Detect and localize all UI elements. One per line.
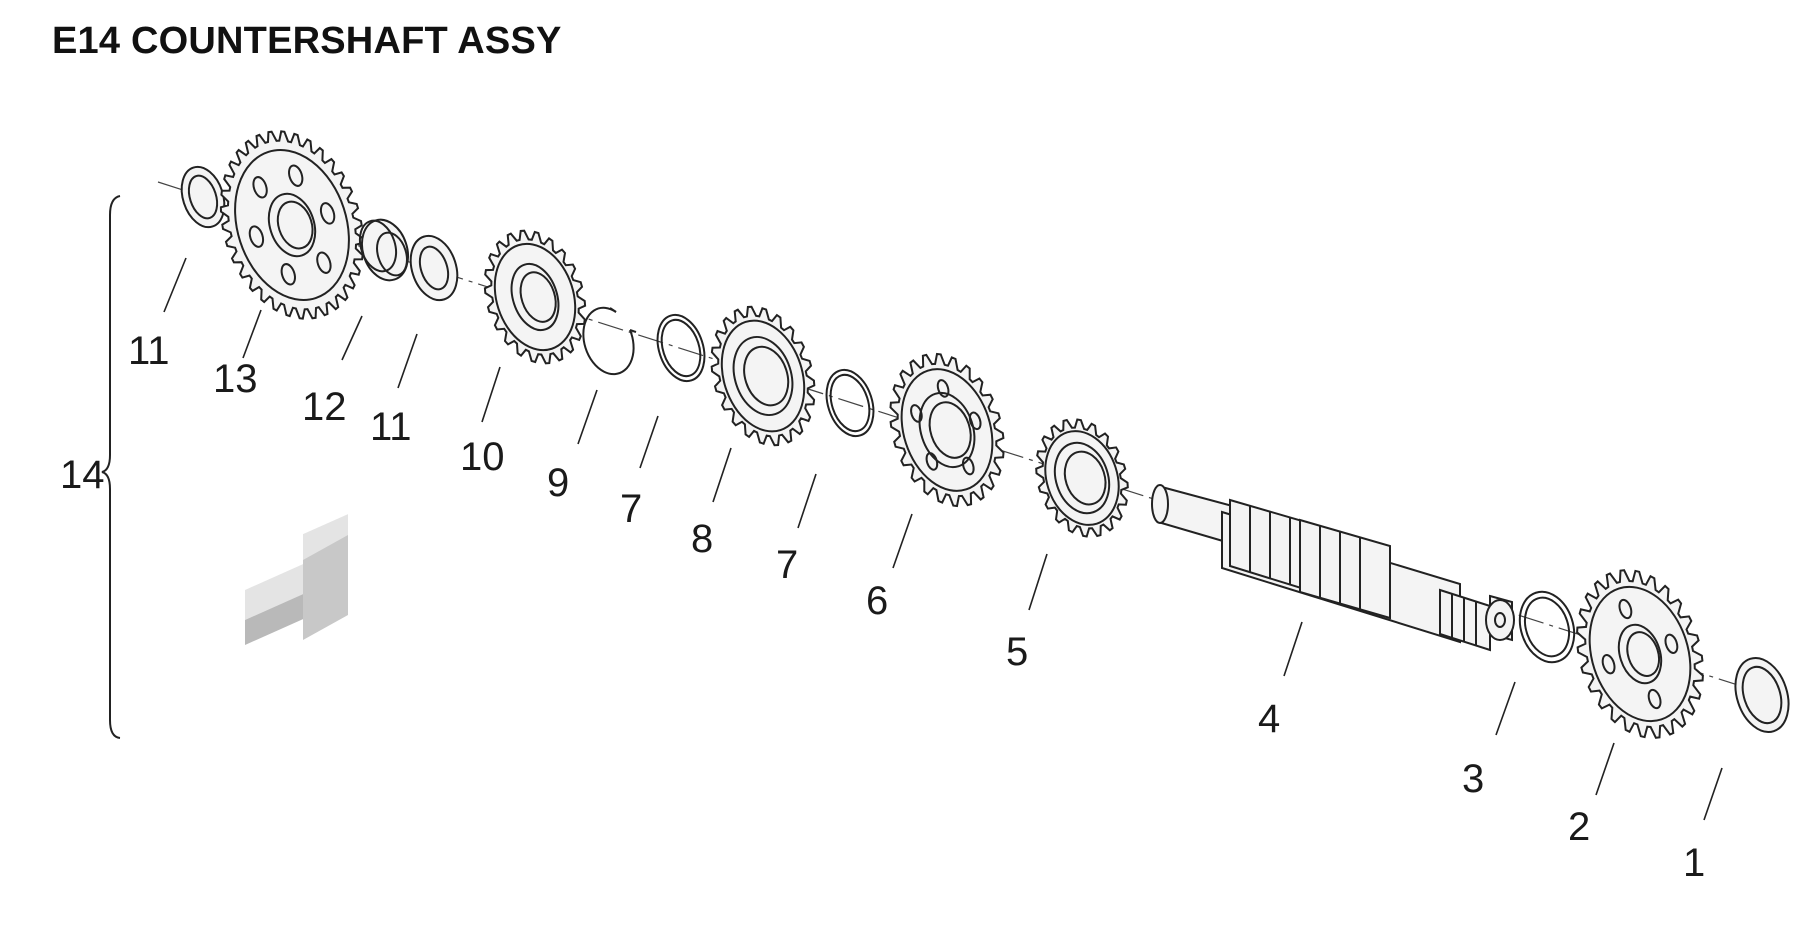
gear6-window <box>968 411 982 431</box>
gear10-rim <box>493 242 577 352</box>
gear13-window <box>280 263 296 286</box>
gear8-bore <box>732 335 794 417</box>
leader-12 <box>341 315 363 361</box>
gear6-bore-inner <box>928 401 972 459</box>
callout-labels: 11 13 12 11 10 9 7 8 7 6 5 4 3 2 1 14 <box>60 329 1705 885</box>
callout-6: 6 <box>866 579 888 623</box>
gear13-window <box>252 176 268 199</box>
part-2-gear <box>1576 569 1704 739</box>
leader-13 <box>242 309 262 359</box>
gear8-rim <box>720 319 806 433</box>
gear6-window <box>910 404 923 423</box>
gear8-bore-inner <box>743 345 790 407</box>
callout-1: 1 <box>1683 841 1705 885</box>
gear2-window <box>1664 633 1679 654</box>
part-5-sliding-gear <box>1035 418 1129 538</box>
leader-lines <box>163 257 1723 821</box>
page-title: E14 COUNTERSHAFT ASSY <box>52 20 562 62</box>
leader-5 <box>1028 553 1048 611</box>
gear2-bore-inner <box>1626 631 1661 677</box>
gear13-window <box>288 164 304 187</box>
part-4-countershaft <box>1151 484 1515 652</box>
leader-11b <box>397 333 418 389</box>
callout-8: 8 <box>691 517 713 561</box>
callout-14: 14 <box>60 453 105 497</box>
callout-3: 3 <box>1462 757 1484 801</box>
callout-12: 12 <box>302 385 347 429</box>
callout-4: 4 <box>1258 697 1280 741</box>
leader-3 <box>1495 681 1516 736</box>
callout-5: 5 <box>1006 630 1028 674</box>
part-11-washer-right <box>409 234 459 302</box>
leader-10 <box>481 366 501 423</box>
callout-11b: 11 <box>370 405 412 449</box>
gear13-window <box>248 225 265 248</box>
leader-2 <box>1595 742 1615 796</box>
part-7-ring-left <box>656 313 706 383</box>
gear5-bore-inner <box>1063 450 1107 506</box>
part-8-gear <box>710 305 816 447</box>
gear13-window <box>316 251 332 274</box>
gear6-window <box>925 452 939 471</box>
gear6-window <box>961 456 975 476</box>
gear2-rim <box>1588 585 1692 723</box>
gear13-rim <box>234 149 350 301</box>
part-3-washer <box>1518 590 1576 664</box>
gear13-bore-inner <box>276 200 314 250</box>
part-7-ring-right <box>825 368 875 438</box>
gear6-window <box>936 379 950 398</box>
gear2-window <box>1618 598 1633 620</box>
callout-10: 10 <box>460 435 505 479</box>
part-6-gear <box>889 352 1005 508</box>
part-9-circlip <box>582 306 637 376</box>
gear2-window <box>1601 654 1616 675</box>
leader-11a <box>163 257 187 313</box>
callout-9: 9 <box>547 461 569 505</box>
callout-7b: 7 <box>776 543 798 587</box>
leader-8 <box>712 447 732 503</box>
assembly-bracket <box>101 195 121 739</box>
callout-7a: 7 <box>620 487 642 531</box>
part-12-needle-bearing <box>358 218 410 282</box>
gear10-bore-inner <box>519 271 557 323</box>
gear6-rim <box>900 368 994 492</box>
part-1-washer <box>1734 657 1790 733</box>
leader-1 <box>1703 767 1723 821</box>
part-10-dog-gear <box>483 229 587 365</box>
leader-7a <box>639 415 659 469</box>
callout-11a: 11 <box>128 329 170 373</box>
leader-6 <box>892 513 913 569</box>
direction-arrow-icon <box>245 514 348 645</box>
part-13-large-gear <box>219 130 365 320</box>
callout-2: 2 <box>1568 805 1590 849</box>
gear2-window <box>1647 688 1662 710</box>
leader-4 <box>1283 621 1303 677</box>
gear13-window <box>319 202 336 225</box>
callout-13: 13 <box>213 357 258 401</box>
leader-7b <box>797 473 817 529</box>
gear6-bore <box>918 391 976 469</box>
gear5-rim <box>1044 430 1120 526</box>
leader-9 <box>577 389 598 445</box>
